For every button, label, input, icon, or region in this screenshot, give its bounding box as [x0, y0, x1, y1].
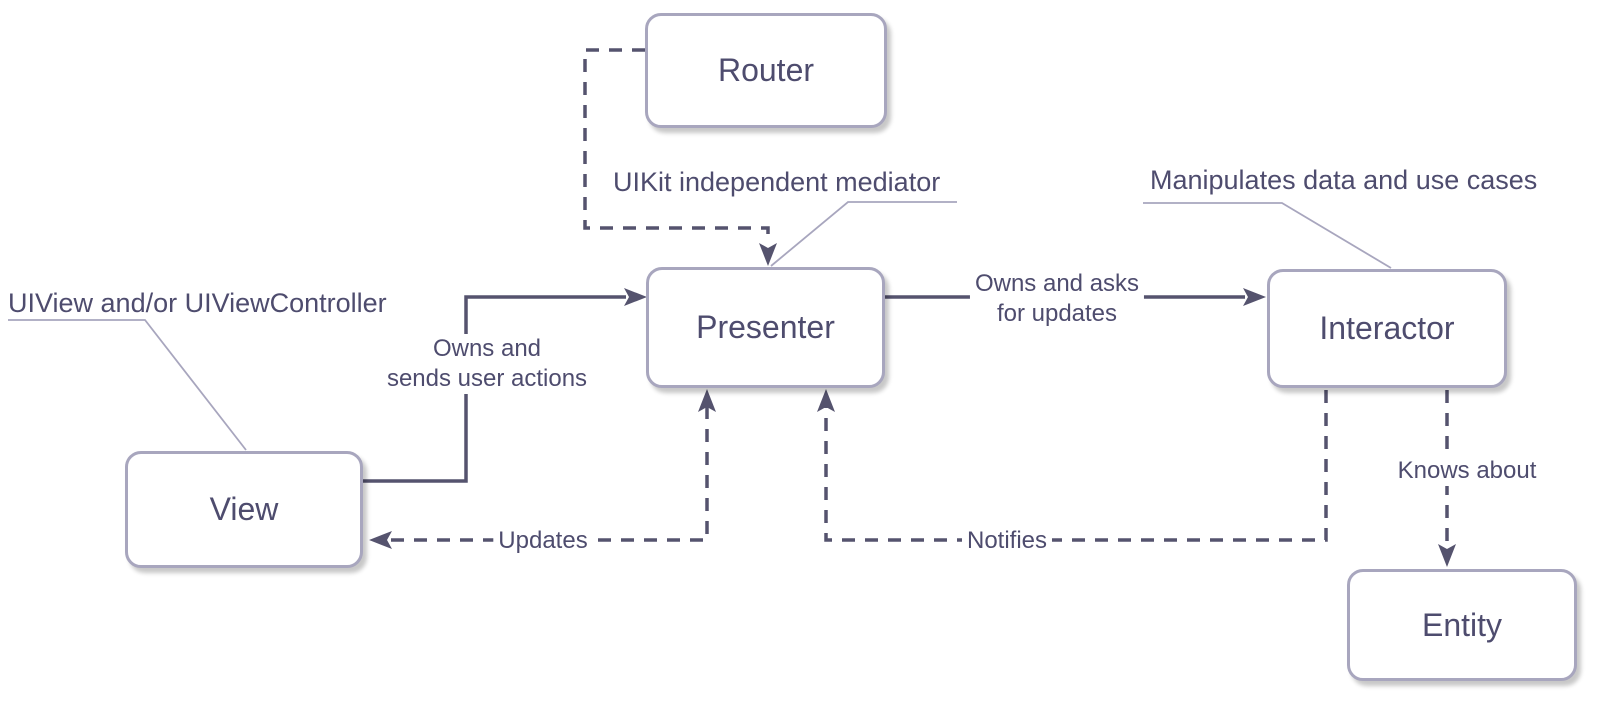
arrowhead-into-entity-top: [1438, 544, 1456, 567]
node-interactor: Interactor: [1267, 269, 1507, 388]
node-presenter: Presenter: [646, 267, 885, 388]
node-view-label: View: [209, 491, 279, 527]
arrowhead-into-presenter-left: [624, 288, 647, 306]
arrowhead-into-view-right: [369, 531, 392, 549]
callout-line-view-note: [8, 319, 247, 451]
edge-label-knows-about: Knows about: [1392, 456, 1542, 486]
edge-presenter-to-view-updates: [369, 389, 716, 549]
node-router-label: Router: [717, 52, 815, 88]
edge-label-line: for updates: [996, 300, 1118, 327]
edge-router-to-presenter: [583, 48, 777, 266]
node-view: View: [125, 451, 363, 568]
arrowhead-into-presenter-bottom-right: [817, 389, 835, 412]
edge-label-line: sends user actions: [386, 365, 588, 392]
edge-interactor-to-presenter-notifies: [817, 389, 1328, 542]
annotation-uiview-and-or-uiviewcontroller: UIView and/or UIViewController: [8, 288, 387, 318]
annotation-uikit-independent-mediator: UIKit independent mediator: [613, 167, 941, 197]
edge-label-updates: Updates: [493, 526, 593, 556]
arrowhead-into-interactor-left: [1243, 288, 1266, 306]
callout-line-presenter-note: [770, 201, 957, 267]
node-interactor-label: Interactor: [1319, 310, 1455, 346]
callout-line-interactor-note: [1143, 202, 1392, 269]
annotation-manipulates-data-and-use-cases: Manipulates data and use cases: [1150, 165, 1538, 195]
edge-label-owns-and-asks-for-updates: Owns and asks for updates: [969, 269, 1145, 329]
edge-label-line: Owns and: [432, 335, 542, 362]
arrowhead-into-presenter-bottom-left: [698, 389, 716, 412]
node-presenter-label: Presenter: [696, 309, 835, 345]
node-entity: Entity: [1347, 569, 1577, 681]
edge-label-line: Owns and asks: [974, 270, 1140, 297]
arrowhead-into-presenter-top: [759, 243, 777, 266]
node-router: Router: [645, 13, 887, 128]
edge-label-owns-and-sends-user-actions: Owns and sends user actions: [381, 334, 593, 394]
edge-label-notifies: Notifies: [961, 526, 1053, 556]
node-entity-label: Entity: [1421, 606, 1503, 643]
